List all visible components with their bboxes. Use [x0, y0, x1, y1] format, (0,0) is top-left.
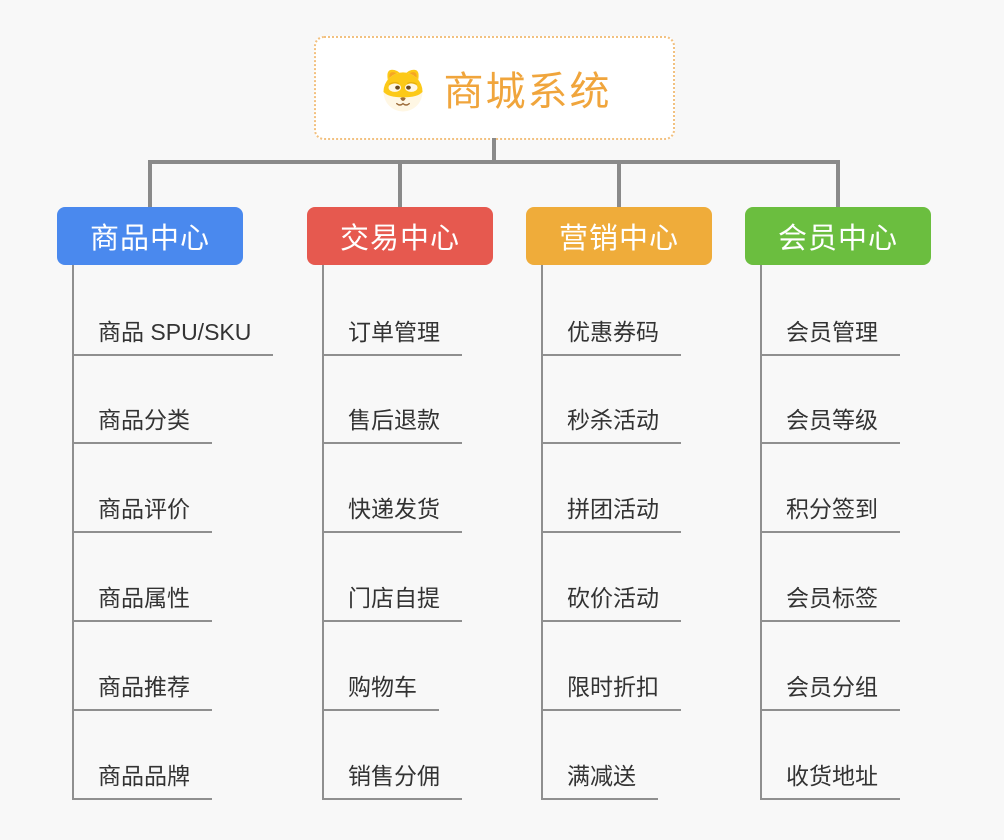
- topic-item[interactable]: 订单管理: [322, 317, 462, 356]
- root-topic[interactable]: 商城系统: [314, 36, 675, 140]
- topic-item[interactable]: 会员等级: [760, 405, 900, 444]
- connector-drop-product: [148, 160, 152, 208]
- root-topic-title: 商城系统: [443, 70, 612, 114]
- topic-item[interactable]: 快递发货: [322, 494, 462, 533]
- branch-header-marketing-center[interactable]: 营销中心: [526, 207, 712, 265]
- branch-header-product-center[interactable]: 商品中心: [57, 207, 243, 265]
- topic-item[interactable]: 会员分组: [760, 672, 900, 711]
- connector-drop-marketing: [617, 160, 621, 208]
- connector-root-stub: [492, 138, 496, 164]
- connector-drop-member: [836, 160, 840, 208]
- connector-horizontal-bus: [148, 160, 840, 164]
- topic-item[interactable]: 收货地址: [760, 761, 900, 800]
- topic-item[interactable]: 会员管理: [760, 317, 900, 356]
- topic-item[interactable]: 商品 SPU/SKU: [72, 317, 274, 356]
- branch-product-center: 商品中心 商品 SPU/SKU 商品分类 商品评价 商品属性 商品推荐 商品品牌: [57, 0, 274, 840]
- topic-item[interactable]: 满减送: [541, 761, 658, 800]
- topic-item[interactable]: 积分签到: [760, 494, 900, 533]
- topic-item[interactable]: 秒杀活动: [541, 405, 681, 444]
- topic-item[interactable]: 购物车: [322, 672, 439, 711]
- topic-item[interactable]: 优惠券码: [541, 317, 681, 356]
- topic-item[interactable]: 商品分类: [72, 405, 212, 444]
- topic-item[interactable]: 销售分佣: [322, 761, 462, 800]
- topic-item[interactable]: 商品推荐: [72, 672, 212, 711]
- connector-drop-trade: [398, 160, 402, 208]
- branch-member-center: 会员中心 会员管理 会员等级 积分签到 会员标签 会员分组 收货地址: [745, 0, 931, 840]
- topic-item[interactable]: 商品属性: [72, 583, 212, 622]
- branch-header-member-center[interactable]: 会员中心: [745, 207, 931, 265]
- dog-face-icon: [378, 63, 428, 113]
- branch-trade-center: 交易中心 订单管理 售后退款 快递发货 门店自提 购物车 销售分佣: [307, 0, 493, 840]
- branch-marketing-center: 营销中心 优惠券码 秒杀活动 拼团活动 砍价活动 限时折扣 满减送: [526, 0, 712, 840]
- topic-item[interactable]: 会员标签: [760, 583, 900, 622]
- topic-item[interactable]: 售后退款: [322, 405, 462, 444]
- topic-item[interactable]: 拼团活动: [541, 494, 681, 533]
- topic-item[interactable]: 限时折扣: [541, 672, 681, 711]
- topic-item[interactable]: 门店自提: [322, 583, 462, 622]
- topic-item[interactable]: 砍价活动: [541, 583, 681, 622]
- branch-header-trade-center[interactable]: 交易中心: [307, 207, 493, 265]
- topic-item[interactable]: 商品品牌: [72, 761, 212, 800]
- topic-item[interactable]: 商品评价: [72, 494, 212, 533]
